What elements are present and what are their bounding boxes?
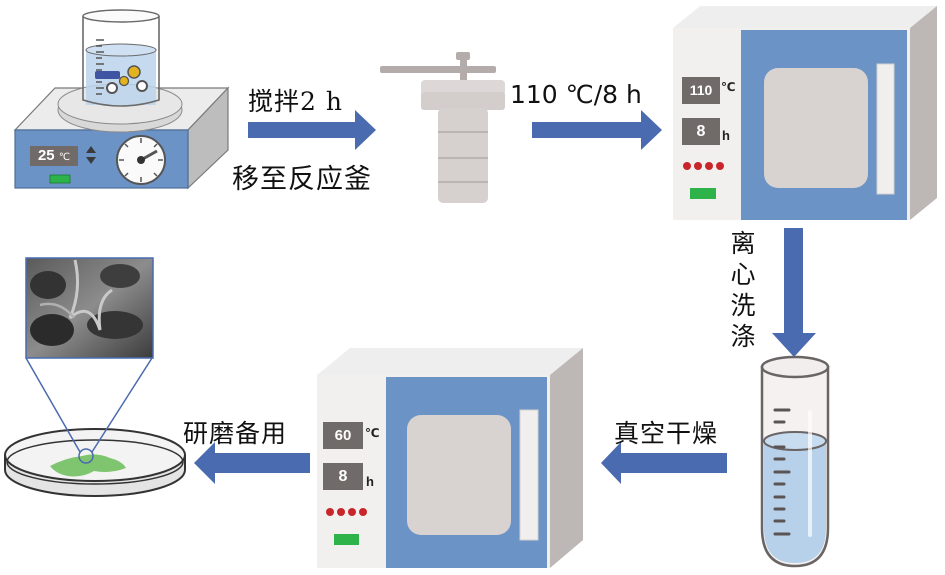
up-arrow-icon	[86, 146, 96, 153]
petri-dish-with-sample	[4, 257, 186, 497]
label-char: 涤	[730, 322, 756, 351]
red-indicator-leds	[683, 162, 724, 170]
oven1-temp-display: 110	[682, 77, 720, 104]
arrow-centrifuge-to-vacuum-oven	[601, 442, 727, 484]
stirrer-temp-value: 25	[37, 147, 55, 164]
stirrer-temp-display: 25 ℃	[30, 146, 78, 166]
red-indicator-leds	[326, 508, 367, 516]
oven1-temp-unit: ℃	[721, 80, 736, 94]
arrow-stir-to-autoclave	[248, 110, 376, 150]
centrifuge-tube	[760, 355, 830, 568]
label-char: 离	[730, 229, 756, 258]
oven2-temp-unit: ℃	[365, 426, 380, 440]
arrow-oven-to-centrifuge	[772, 228, 816, 357]
oven2-temp-display: 60	[323, 422, 363, 449]
vacuum-drying-oven	[317, 348, 583, 568]
down-arrow-icon	[86, 157, 96, 164]
beaker	[82, 9, 160, 107]
dial-gauge-icon	[116, 135, 166, 185]
oven1-time-display: 8	[682, 118, 720, 145]
label-stir-2h: 搅拌2 h	[248, 87, 343, 116]
oven2-time-display: 8	[323, 463, 363, 490]
sem-micrograph-inset	[25, 257, 154, 359]
label-centrifuge-wash: 离 心 洗 涤	[728, 228, 758, 352]
label-110c-8h: 110 ℃/8 h	[510, 80, 642, 109]
label-char: 洗	[730, 291, 756, 320]
stirrer-temp-unit: ℃	[58, 152, 71, 163]
oven1-time-unit: h	[722, 128, 730, 143]
label-vacuum-dry: 真空干燥	[614, 419, 719, 448]
autoclave-reactor	[380, 52, 505, 203]
label-char: 心	[730, 260, 756, 289]
arrow-autoclave-to-oven	[532, 110, 662, 150]
sample-powder	[50, 454, 126, 477]
drying-oven-1	[673, 6, 937, 220]
arrow-vacuum-oven-to-petri-dish	[194, 442, 310, 484]
label-grind-for-use: 研磨备用	[183, 419, 288, 448]
label-transfer-to-autoclave: 移至反应釜	[232, 164, 372, 195]
oven2-time-unit: h	[366, 474, 374, 489]
